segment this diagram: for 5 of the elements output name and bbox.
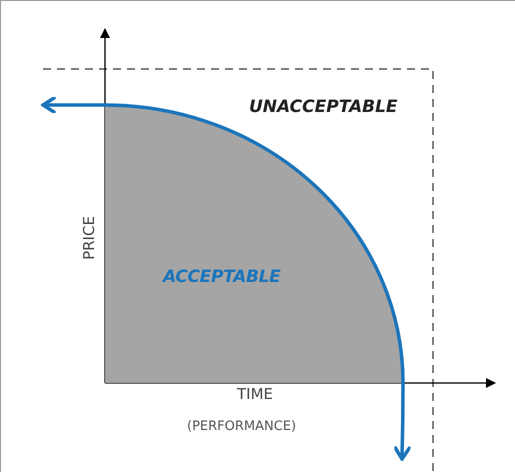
axis-label: (PERFORMANCE) xyxy=(187,419,296,434)
region-label: UNACCEPTABLE xyxy=(249,97,398,117)
axis-label: TIME xyxy=(237,385,274,403)
region-label: ACCEPTABLE xyxy=(163,267,280,287)
axis-label: PRICE xyxy=(80,216,98,260)
